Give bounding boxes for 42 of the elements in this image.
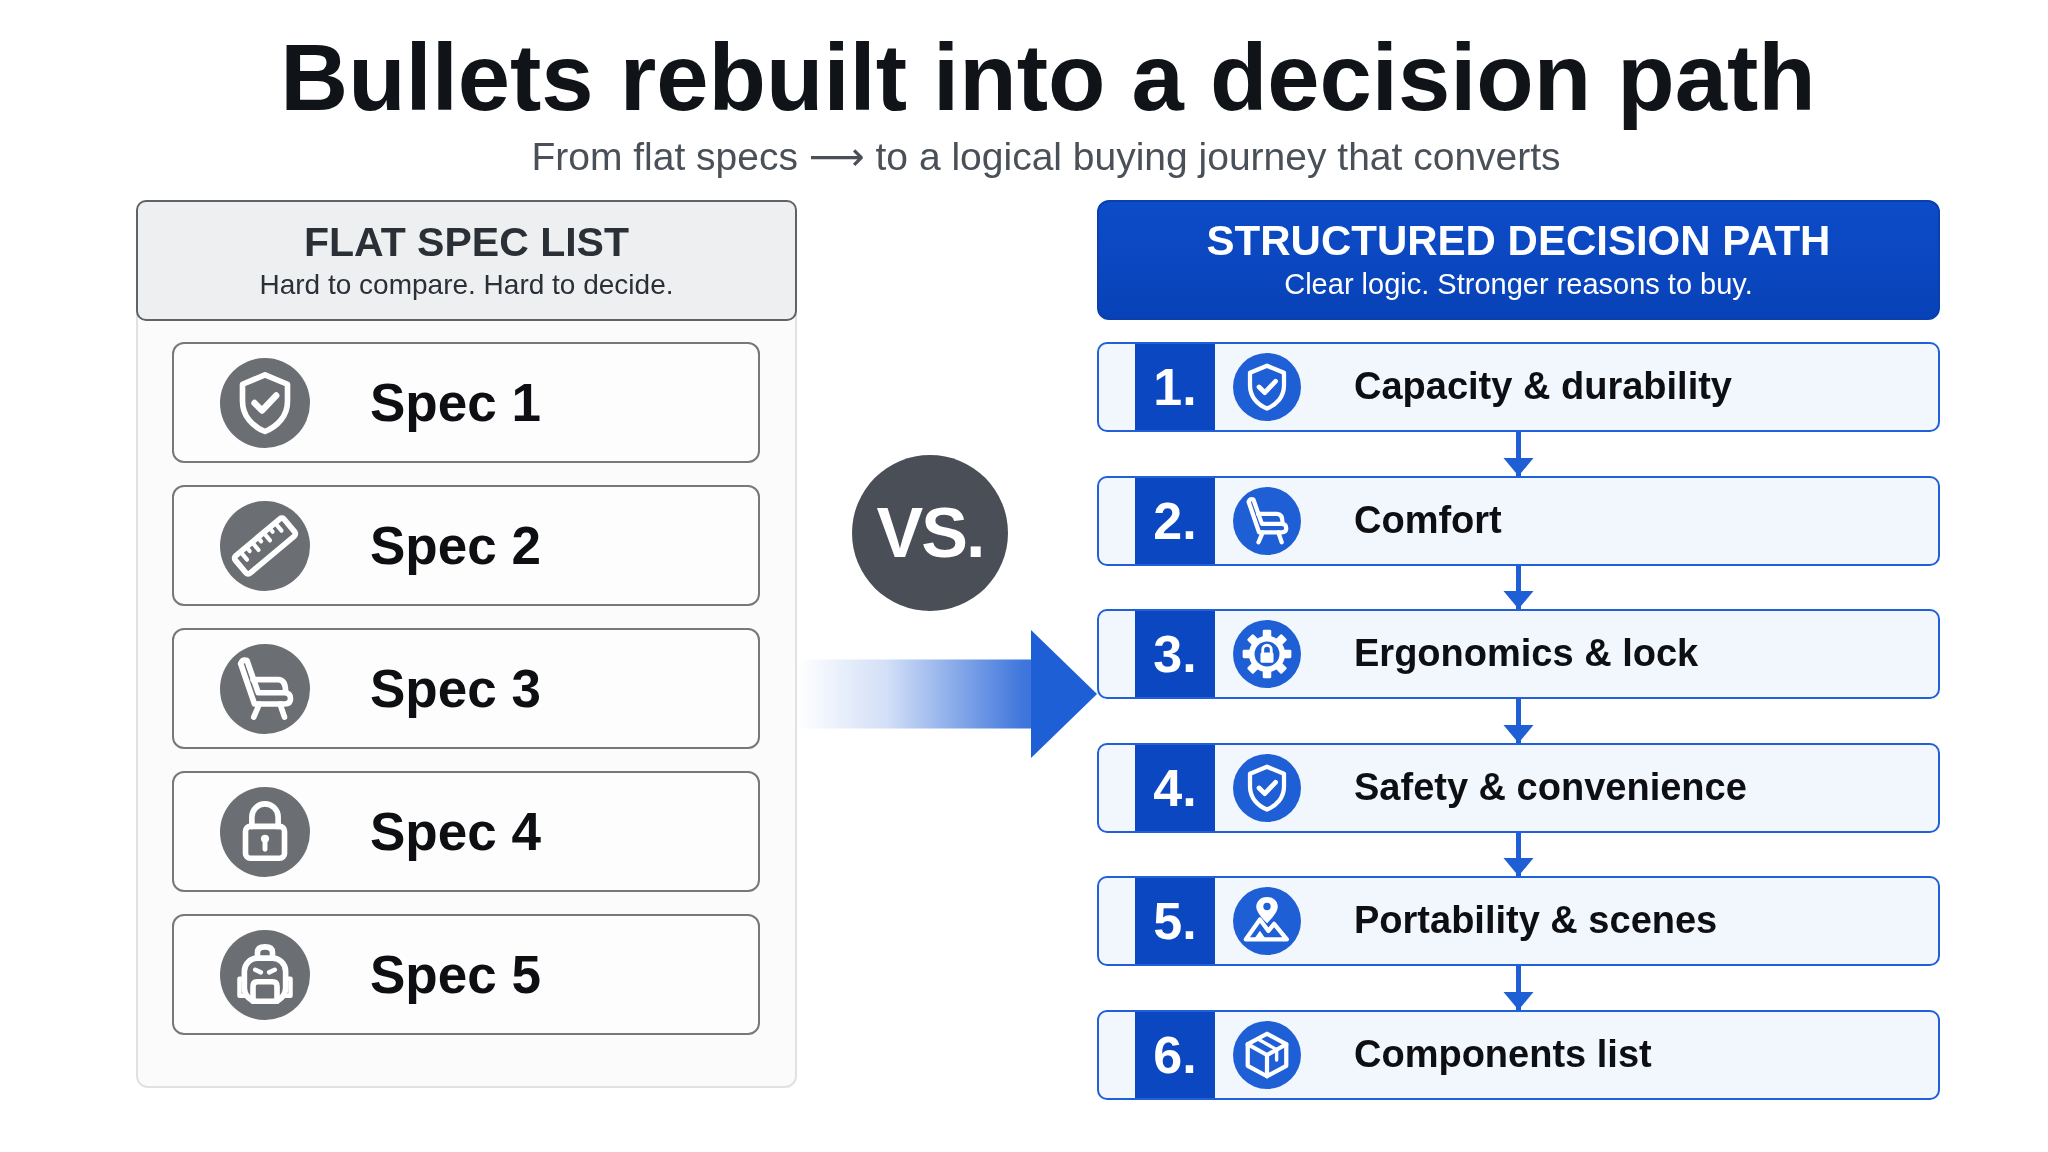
step-number: 3. — [1135, 611, 1215, 697]
arrow — [1503, 833, 1534, 876]
spec-row — [172, 914, 760, 1035]
panel-subtitle: Hard to compare. Hard to decide. — [259, 268, 674, 302]
step-label: Portability & scenes — [1354, 899, 1718, 943]
step-label: Capacity & durability — [1354, 365, 1732, 409]
step-row — [1097, 342, 1940, 432]
versus-circle: VS. — [852, 455, 1008, 611]
arrow — [1503, 699, 1534, 743]
panel-title: FLAT SPEC LIST — [304, 219, 629, 265]
subtitle: From flat specs ⟶ to a logical buying journey that converts — [531, 134, 1561, 180]
spec-row — [172, 628, 760, 749]
step-row — [1097, 1010, 1940, 1100]
spec-row — [172, 342, 760, 463]
title: Bullets rebuilt into a decision path — [280, 24, 1816, 132]
spec-list-panel — [136, 200, 797, 1088]
step-label: Ergonomics & lock — [1354, 632, 1699, 676]
panel-title: STRUCTURED DECISION PATH — [1206, 218, 1831, 265]
panel-subtitle: Clear logic. Stronger reasons to buy. — [1284, 268, 1753, 302]
step-number: 1. — [1135, 344, 1215, 430]
step-label: Components list — [1354, 1033, 1652, 1077]
step-number: 2. — [1135, 478, 1215, 564]
spec-row — [172, 485, 760, 606]
step-label: Safety & convenience — [1354, 766, 1747, 810]
arrow — [1503, 566, 1534, 609]
step-number: 4. — [1135, 745, 1215, 831]
spec-label: Spec 1 — [370, 372, 541, 433]
step-label: Comfort — [1354, 499, 1502, 543]
spec-label: Spec 4 — [370, 801, 541, 862]
spec-label: Spec 3 — [370, 658, 541, 719]
step-row — [1097, 743, 1940, 833]
arrow — [1503, 966, 1534, 1010]
arrow — [1503, 432, 1534, 476]
header-banner — [1097, 200, 1940, 320]
step-row — [1097, 876, 1940, 966]
spec-row — [172, 771, 760, 892]
step-row — [1097, 609, 1940, 699]
spec-label: Spec 5 — [370, 944, 541, 1005]
step-number: 6. — [1135, 1012, 1215, 1098]
step-row — [1097, 476, 1940, 566]
spec-label: Spec 2 — [370, 515, 541, 576]
step-number: 5. — [1135, 878, 1215, 964]
